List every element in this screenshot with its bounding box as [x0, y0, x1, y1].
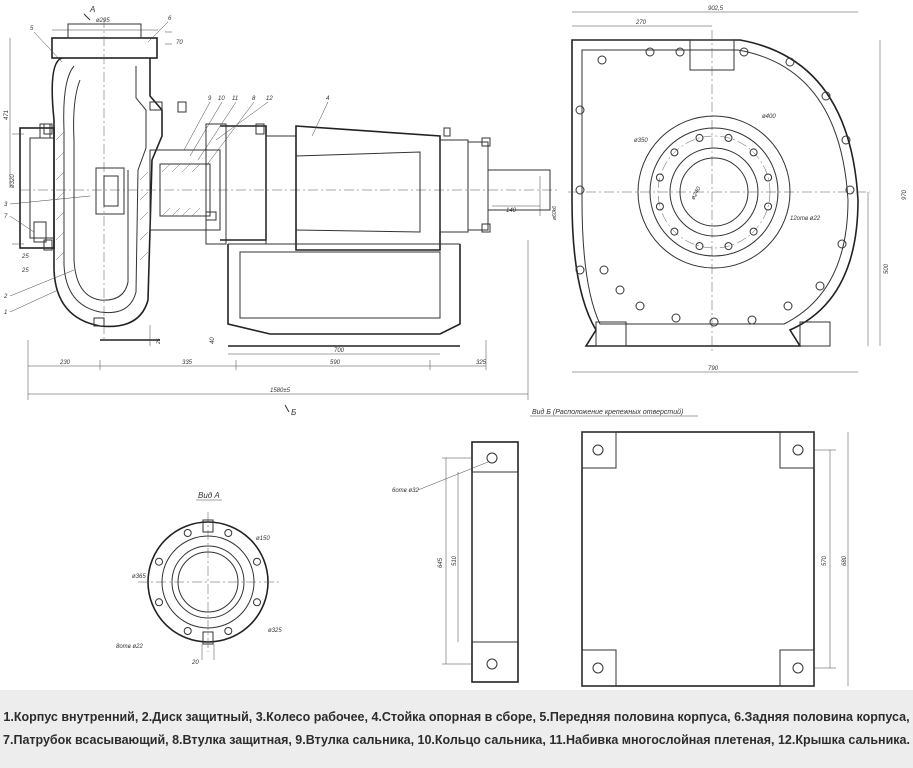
dim-height-471: 471	[4, 110, 10, 120]
part-number-5: 5	[30, 26, 34, 32]
view-b-holes: 6отв ø32	[392, 488, 419, 494]
dim-25b: 25	[21, 268, 29, 274]
section-b-label: Б	[291, 408, 296, 417]
bolt-hole	[695, 242, 704, 251]
view-b-dim-510: 510	[452, 555, 458, 566]
dim-shaft-len: 140	[506, 208, 517, 214]
pump-assembly-drawing: A Б ø295 70 ø320 471	[3, 5, 908, 687]
part-number-4: 4	[326, 96, 330, 102]
bolt-hole	[155, 557, 163, 566]
part-number-12: 12	[266, 96, 273, 102]
bolt-hole	[670, 148, 679, 157]
bolt-hole	[749, 227, 758, 236]
dim-gap-70: 70	[176, 40, 183, 46]
bolt-hole	[155, 598, 163, 607]
bolt-hole	[253, 598, 261, 607]
dim-side-holes: 12отв ø22	[790, 216, 821, 222]
view-b-dim-680: 680	[842, 555, 848, 566]
bolt-hole	[183, 627, 192, 635]
view-b: Вид Б (Расположение крепежных отверстий)…	[392, 408, 849, 687]
view-a-slot-width: 20	[191, 660, 199, 666]
dim-inner-dia: ø240	[691, 186, 703, 201]
bolt-hole	[724, 133, 733, 142]
dim-inlet-dia: ø320	[10, 174, 16, 188]
bolt-hole	[224, 627, 233, 635]
bolt-hole	[655, 173, 664, 182]
dim-overall-width: 902,5	[708, 6, 724, 12]
dim-flange-dia: ø295	[96, 18, 110, 24]
dim-bolt-circle: ø350	[634, 138, 648, 144]
dim-height-500: 500	[884, 263, 890, 274]
dim-shaft-dia: ø60k6	[552, 206, 558, 220]
bolt-hole	[183, 529, 192, 537]
part-number-2: 2	[3, 294, 8, 300]
bolt-hole	[224, 529, 233, 537]
bolt-hole	[764, 202, 773, 211]
part-number-10: 10	[218, 96, 225, 102]
view-a-flange-dia: ø150	[256, 536, 270, 542]
part-number-11: 11	[232, 96, 238, 102]
part-number-6: 6	[168, 16, 172, 22]
bolt-hole	[749, 148, 758, 157]
view-a-bolt-circle: ø325	[268, 628, 282, 634]
bolt-hole	[764, 173, 773, 182]
legend-line-2: 7.Патрубок всасывающий, 8.Втулка защитна…	[3, 733, 910, 747]
part-number-7: 7	[4, 214, 8, 220]
dim-700: 700	[334, 348, 345, 354]
dim-25-right: 25	[156, 338, 162, 345]
bolt-hole	[253, 557, 261, 566]
view-b-title: Вид Б (Расположение крепежных отверстий)	[532, 408, 683, 416]
dim-325: 325	[476, 360, 487, 366]
dim-40: 40	[210, 337, 216, 344]
dim-base-width: 790	[708, 366, 719, 372]
dim-270: 270	[635, 20, 647, 26]
part-number-3: 3	[4, 202, 8, 208]
part-callouts: 5 6 3 7 2 1 9 10 11 8 12 4	[3, 16, 330, 316]
bolt-hole	[670, 227, 679, 236]
dim-230: 230	[59, 360, 71, 366]
view-a-holes: 8отв ø22	[116, 644, 143, 650]
part-number-1: 1	[4, 310, 7, 316]
dim-590: 590	[330, 360, 341, 366]
bolt-hole	[695, 133, 704, 142]
view-a: Вид А ø365 ø150 ø325 8отв ø22 20	[116, 491, 282, 666]
side-view: 902,5 270 ø400 ø350 ø240 12отв ø22 970 5…	[568, 6, 908, 373]
dim-335: 335	[182, 360, 193, 366]
legend-line-1: 1.Корпус внутренний, 2.Диск защитный, 3.…	[3, 710, 910, 724]
section-a-label: A	[89, 5, 95, 14]
part-number-9: 9	[208, 96, 212, 102]
view-b-dim-570: 570	[822, 555, 828, 566]
dim-outlet-dia: ø400	[762, 114, 776, 120]
view-a-title: Вид А	[198, 491, 220, 500]
view-b-dim-645: 645	[438, 557, 444, 568]
dim-overall-length: 1580±5	[270, 388, 291, 394]
dim-height-970: 970	[902, 189, 908, 200]
bolt-hole	[724, 242, 733, 251]
bolt-hole	[655, 202, 664, 211]
part-number-8: 8	[252, 96, 256, 102]
parts-legend: 1.Корпус внутренний, 2.Диск защитный, 3.…	[0, 690, 913, 768]
view-a-outer-dia: ø365	[132, 574, 146, 580]
main-section-view: A Б ø295 70 ø320 471	[3, 5, 560, 417]
dim-25a: 25	[21, 254, 29, 260]
